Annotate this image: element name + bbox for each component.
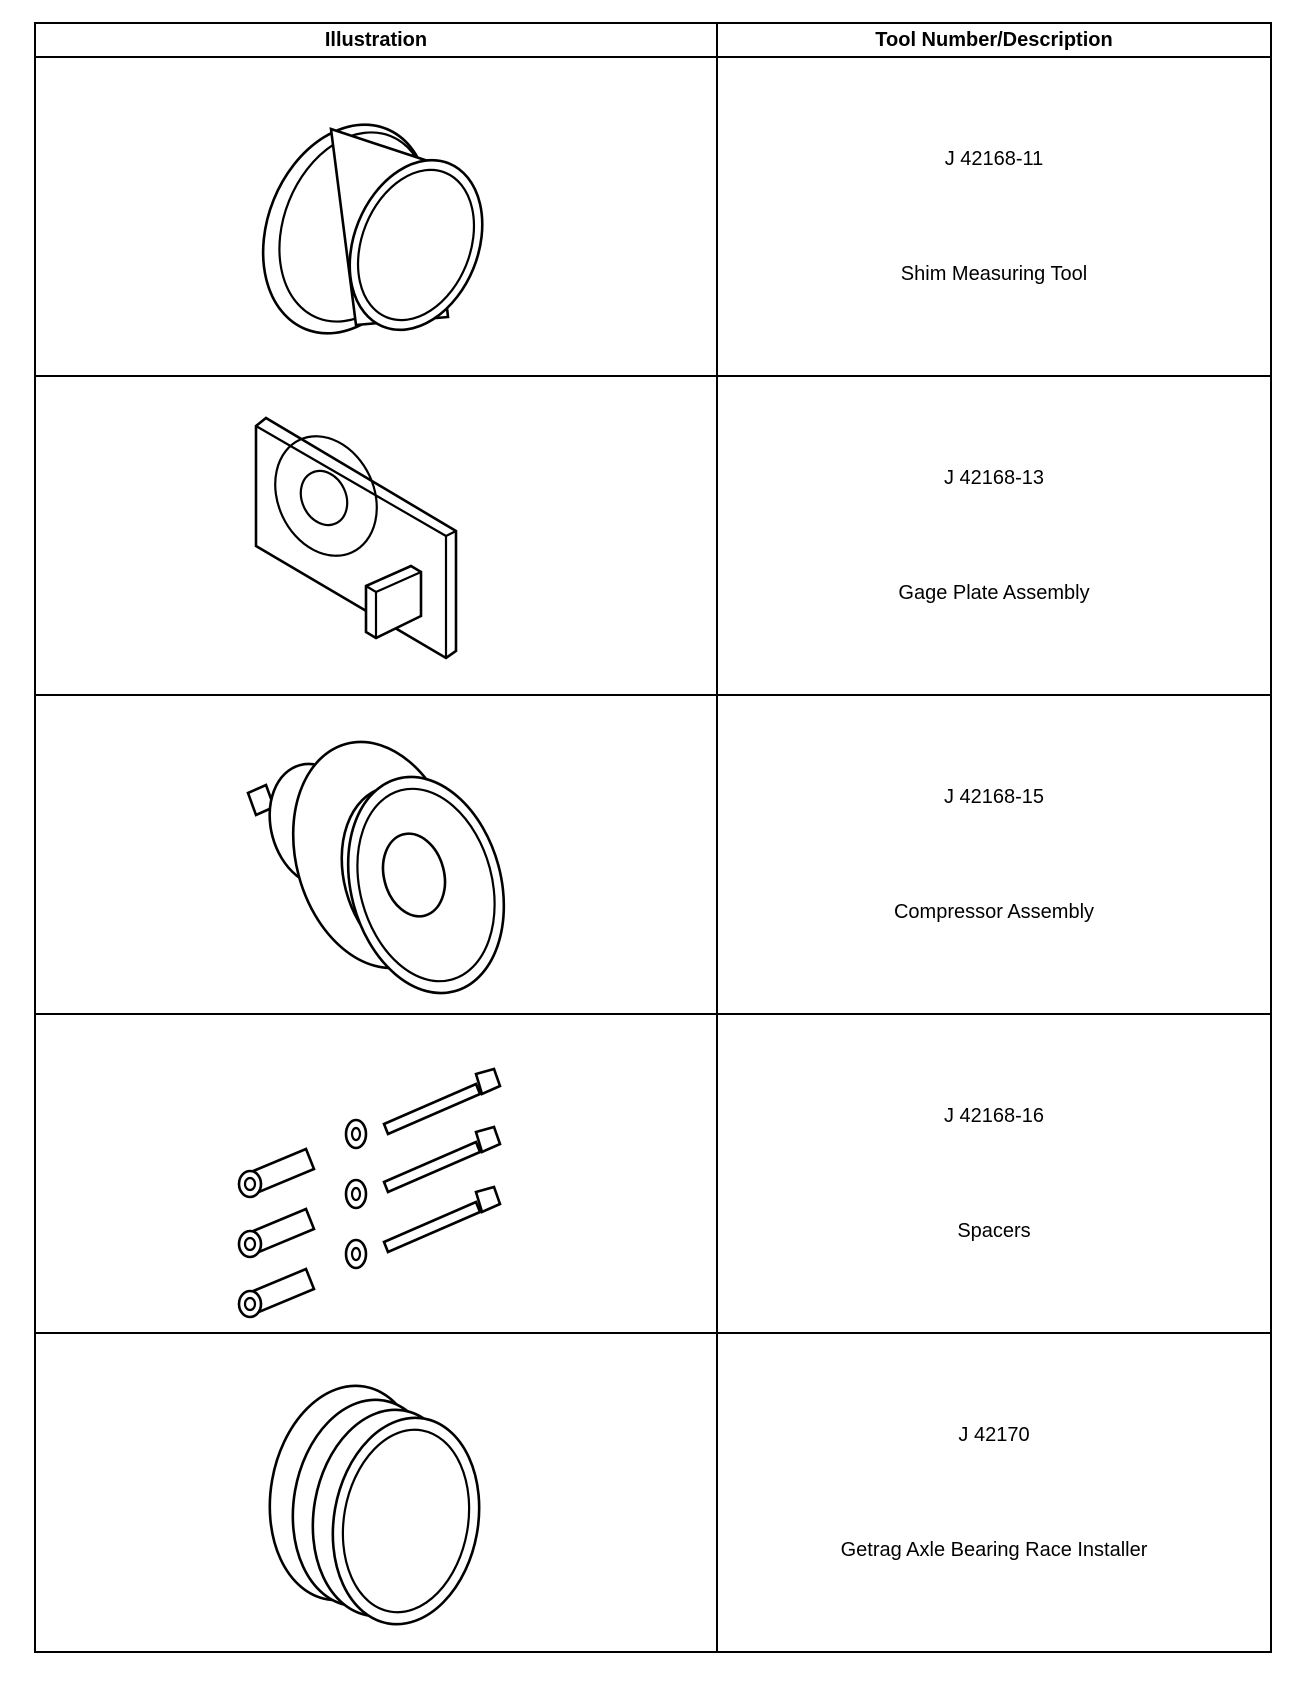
tool-number: J 42170 bbox=[958, 1424, 1030, 1446]
tool-description: Spacers bbox=[957, 1220, 1031, 1242]
table-row: J 42168-13 Gage Plate Assembly bbox=[34, 375, 1272, 696]
tool-description: Gage Plate Assembly bbox=[898, 582, 1090, 604]
table-row: J 42168-16 Spacers bbox=[34, 1013, 1272, 1334]
race-installer-icon bbox=[268, 1384, 481, 1625]
shim-measuring-tool-icon bbox=[261, 122, 484, 335]
tool-number: J 42168-16 bbox=[943, 1105, 1045, 1127]
header-illustration: Illustration bbox=[34, 22, 718, 58]
table-row: J 42170 Getrag Axle Bearing Race Install… bbox=[34, 1332, 1272, 1653]
tool-description: Shim Measuring Tool bbox=[900, 263, 1088, 285]
description-cell: J 42168-16 Spacers bbox=[716, 1013, 1272, 1334]
tool-number: J 42168-15 bbox=[943, 786, 1045, 808]
description-cell: J 42168-15 Compressor Assembly bbox=[716, 694, 1272, 1015]
description-cell: J 42168-13 Gage Plate Assembly bbox=[716, 375, 1272, 696]
description-cell: J 42168-11 Shim Measuring Tool bbox=[716, 56, 1272, 377]
table-row: J 42168-15 Compressor Assembly bbox=[34, 694, 1272, 1015]
tool-number: J 42168-13 bbox=[943, 467, 1045, 489]
gage-plate-icon bbox=[254, 415, 458, 660]
spacers-icon bbox=[237, 1066, 502, 1318]
header-tool-number-description: Tool Number/Description bbox=[716, 22, 1272, 58]
header-row: Illustration Tool Number/Description bbox=[34, 22, 1272, 58]
description-cell: J 42170 Getrag Axle Bearing Race Install… bbox=[716, 1332, 1272, 1653]
tool-number: J 42168-11 bbox=[944, 148, 1044, 170]
compressor-assembly-icon bbox=[246, 740, 506, 994]
illustration-cell bbox=[34, 56, 718, 377]
illustration-cell bbox=[34, 1332, 718, 1653]
tool-description: Compressor Assembly bbox=[893, 901, 1095, 923]
tool-description: Getrag Axle Bearing Race Installer bbox=[840, 1539, 1148, 1561]
illustration-cell bbox=[34, 694, 718, 1015]
tools-table: Illustration Tool Number/Description J 4… bbox=[34, 22, 1272, 1653]
table-row: J 42168-11 Shim Measuring Tool bbox=[34, 56, 1272, 377]
illustration-cell bbox=[34, 375, 718, 696]
illustration-cell bbox=[34, 1013, 718, 1334]
